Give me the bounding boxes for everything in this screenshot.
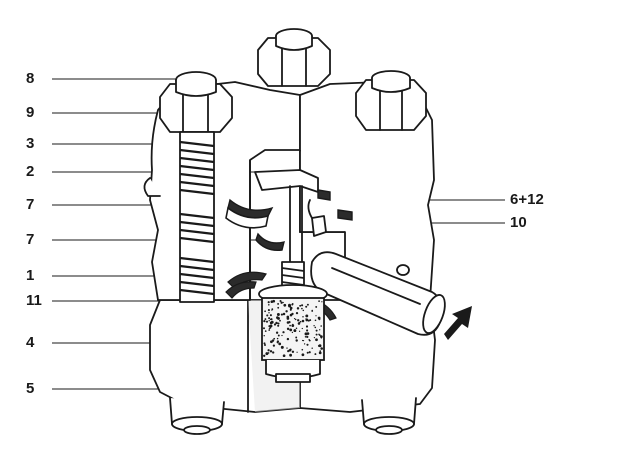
- bolt-left: [159, 71, 233, 303]
- callout-5: 5: [26, 380, 35, 397]
- flow-arrow: [444, 306, 472, 340]
- bolt-right: [355, 70, 427, 131]
- callout-2: 2: [26, 163, 35, 180]
- internals: [225, 169, 353, 263]
- callout-10: 10: [510, 214, 527, 231]
- bolt-back: [257, 28, 331, 87]
- callout-4: 4: [26, 334, 35, 351]
- callout-9: 9: [26, 104, 35, 121]
- callout-7b: 7: [26, 231, 35, 248]
- callout-6-12: 6+12: [510, 191, 544, 208]
- strainer-screen: [225, 261, 337, 383]
- callout-3: 3: [26, 135, 35, 152]
- callout-8: 8: [26, 70, 35, 87]
- callout-11: 11: [26, 292, 42, 309]
- callout-7a: 7: [26, 196, 35, 213]
- callout-1: 1: [26, 267, 35, 284]
